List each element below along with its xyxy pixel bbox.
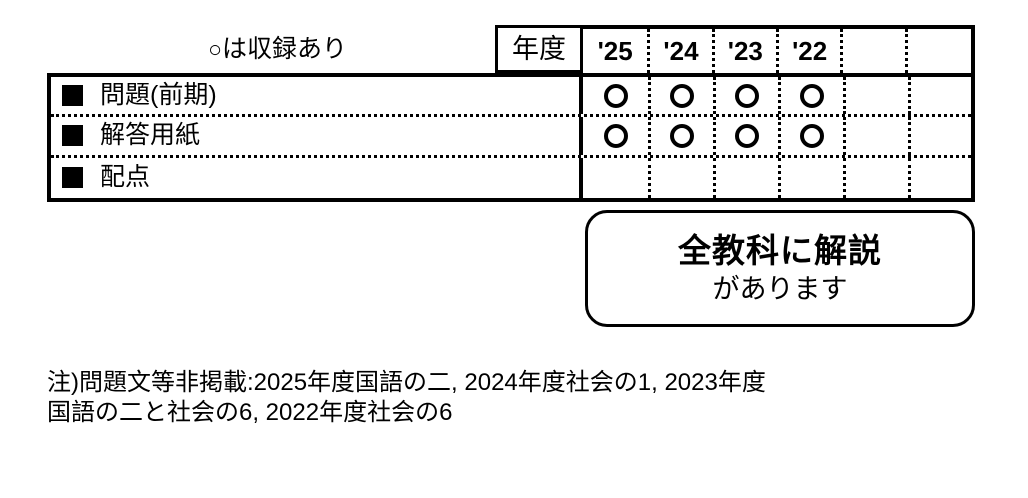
table-row-cells	[583, 77, 975, 115]
column-header-cell: '22	[776, 29, 840, 73]
column-header-cell: '23	[711, 29, 776, 73]
table-cell	[908, 157, 975, 198]
table-row-label-text: 問題(前期)	[100, 81, 217, 110]
table-cell	[713, 157, 778, 198]
circle-mark-icon	[670, 123, 694, 148]
table-cell	[648, 117, 713, 155]
circle-mark-icon	[800, 123, 824, 148]
footnote-line-1: 注)問題文等非掲載:2025年度国語の二, 2024年度社会の1, 2023年度	[47, 369, 766, 396]
circle-mark-icon	[800, 83, 824, 108]
table-cell	[778, 77, 843, 115]
legend: ○は収録あり	[47, 30, 495, 68]
table-row-label: 問題(前期)	[51, 77, 583, 115]
callout-box: 全教科に解説 があります	[585, 210, 975, 327]
table-header-year-box: 年度	[495, 25, 583, 73]
table-cell	[583, 158, 648, 198]
contents-table: 問題(前期) 解答用紙 配点	[47, 73, 975, 202]
filled-square-icon	[62, 125, 83, 147]
column-header-cell: '24	[647, 29, 711, 73]
table-cell	[648, 77, 713, 115]
circle-mark-icon	[603, 123, 628, 148]
table-cell	[713, 117, 778, 155]
table-cell	[843, 77, 908, 115]
column-header-cell	[840, 29, 904, 73]
table-row-label: 配点	[51, 157, 583, 198]
table-cell	[583, 117, 648, 154]
filled-square-icon	[62, 167, 83, 189]
footnote: 注)問題文等非掲載:2025年度国語の二, 2024年度社会の1, 2023年度…	[47, 368, 997, 428]
table-header-row: '25 '24 '23 '22	[583, 25, 975, 73]
table-cell	[778, 157, 843, 198]
circle-mark-icon	[603, 83, 628, 108]
table-cell	[908, 117, 975, 155]
table-cell	[843, 117, 908, 155]
filled-square-icon	[62, 85, 83, 107]
table-cell	[908, 77, 975, 115]
table-row-label-text: 解答用紙	[100, 121, 201, 150]
footnote-line-2: 国語の二と社会の6, 2022年度社会の6	[47, 399, 453, 426]
table-cell	[648, 157, 713, 198]
column-header-cell	[904, 29, 971, 73]
table-cell	[583, 77, 648, 114]
callout-line-1: 全教科に解説	[678, 231, 882, 269]
circle-mark-icon	[735, 123, 759, 148]
table-row: 解答用紙	[51, 117, 971, 158]
legend-description: は収録あり	[221, 34, 347, 63]
circle-mark-icon	[670, 83, 694, 108]
column-header-cell: '25	[597, 36, 633, 66]
table-header-year-label: 年度	[512, 33, 566, 64]
legend-label: ○は収録あり	[208, 34, 347, 63]
table-cell	[843, 157, 908, 198]
callout-line-2: があります	[712, 273, 848, 304]
table-row-cells	[583, 157, 975, 198]
table-row: 問題(前期)	[51, 77, 971, 118]
table-row-cells	[583, 117, 975, 155]
circle-mark-icon	[735, 83, 759, 108]
table-row-label: 解答用紙	[51, 117, 583, 155]
table-row-label-text: 配点	[100, 163, 151, 192]
table-row: 配点	[51, 157, 971, 198]
circle-mark-icon: ○	[208, 35, 222, 62]
table-cell	[778, 117, 843, 155]
table-cell	[713, 77, 778, 115]
